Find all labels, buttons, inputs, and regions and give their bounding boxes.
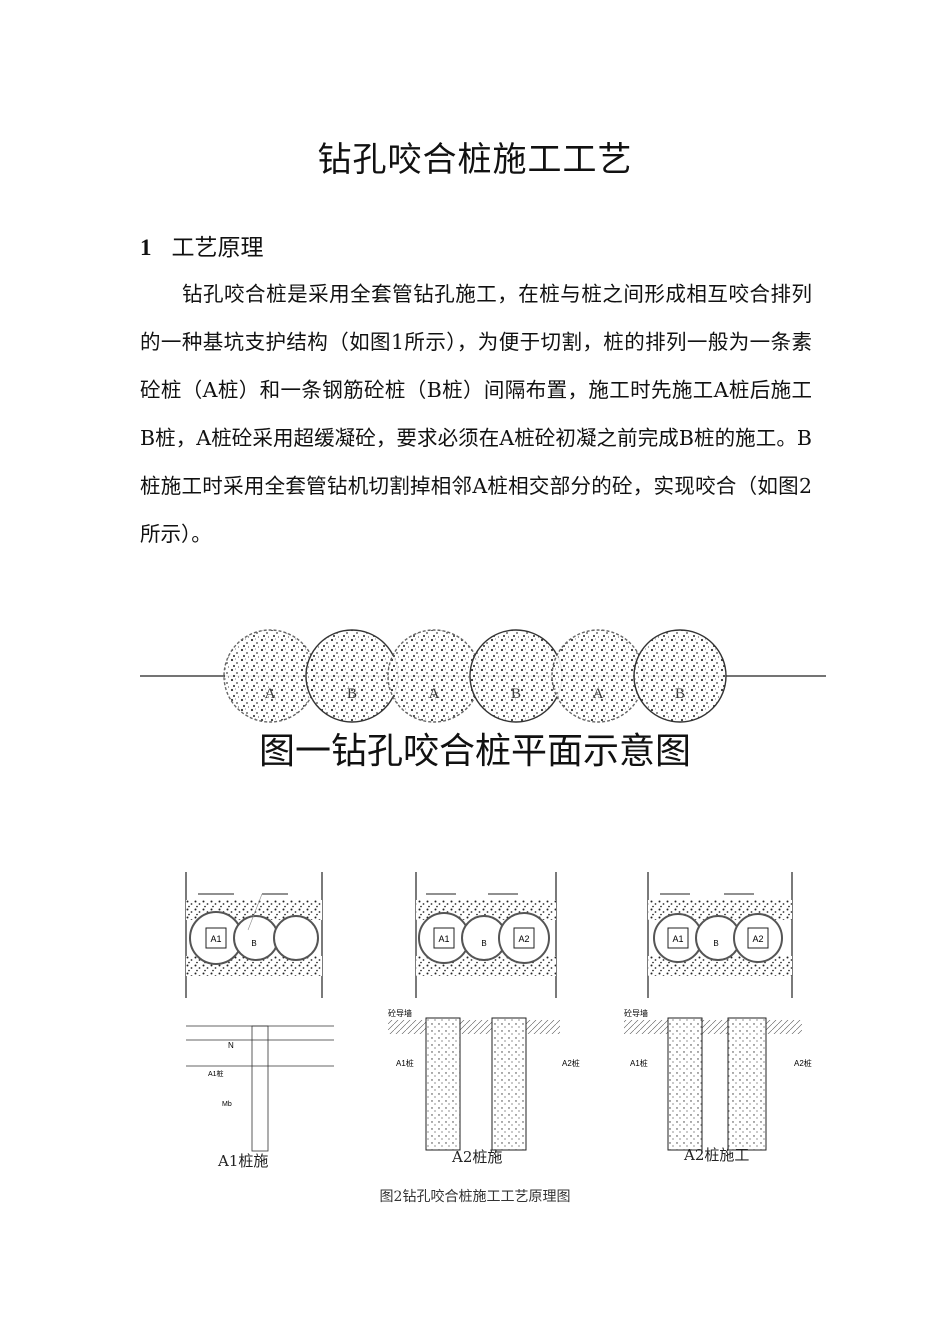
pile-2	[305, 629, 399, 723]
document-title: 钻孔咬合桩施工工艺	[317, 140, 633, 180]
panel2-plan: A1 B A2	[415, 872, 557, 998]
pile-label-6: B	[675, 686, 685, 702]
panel3-label-a2: A2	[752, 934, 763, 944]
panel2-label-b: B	[481, 939, 486, 948]
panel1-label-b: B	[251, 939, 256, 948]
figure2-process-diagram: A1 B N A1桩 Mb A1 B A2 砼导墙 A1桩	[185, 872, 812, 1152]
panel1-side-n: N	[228, 1041, 234, 1050]
pile-3	[387, 629, 481, 723]
panel3-plan: A1 B A2	[647, 872, 793, 998]
panel3-right-label: A2桩	[794, 1058, 812, 1068]
section-number: 1	[140, 235, 152, 260]
pile-1	[223, 629, 317, 723]
panel3-caption: A2桩施工	[684, 1146, 750, 1164]
panel1-side-a1: A1桩	[208, 1069, 224, 1078]
figure1-caption: 图一钻孔咬合桩平面示意图	[258, 731, 691, 772]
panel1-side-mb: Mb	[222, 1101, 232, 1108]
panel3-left-label: A1桩	[630, 1058, 648, 1068]
panel2-label-a2: A2	[518, 934, 529, 944]
panel2-top-label: 砼导墙	[388, 1008, 412, 1018]
pile-label-3: A	[429, 686, 440, 702]
body-paragraph: 钻孔咬合桩是采用全套管钻孔施工，在桩与桩之间形成相互咬合排列的一种基坑支护结构（…	[140, 282, 812, 546]
section-title: 工艺原理	[171, 235, 264, 261]
pile-label-1: A	[265, 686, 276, 702]
panel1-label-a1: A1	[210, 934, 221, 944]
panel2-label-a1: A1	[438, 934, 449, 944]
panel3-top-label: 砼导墙	[624, 1008, 648, 1018]
panel1-section: N A1桩 Mb	[186, 1025, 334, 1152]
pile-label-5: A	[593, 686, 604, 702]
section-heading: 1 工艺原理	[140, 228, 264, 262]
panel2-right-label: A2桩	[562, 1058, 580, 1068]
panel3-label-b: B	[713, 939, 718, 948]
panel3-label-a1: A1	[672, 934, 683, 944]
pile-4	[469, 629, 563, 723]
panel2-section: 砼导墙 A1桩 A2桩	[388, 1008, 580, 1151]
pile-6	[633, 629, 727, 723]
panel1-caption: A1桩施	[218, 1152, 269, 1170]
panel3-section: 砼导墙 A1桩 A2桩	[624, 1008, 812, 1151]
pile-5	[551, 629, 645, 723]
panel1-plan: A1 B	[185, 872, 323, 998]
panel2-left-label: A1桩	[396, 1058, 414, 1068]
figure2-caption: 图2钻孔咬合桩施工工艺原理图	[379, 1189, 571, 1205]
pile-label-4: B	[511, 686, 521, 702]
pile-label-2: B	[347, 686, 357, 702]
panel2-caption: A2桩施	[452, 1148, 503, 1166]
